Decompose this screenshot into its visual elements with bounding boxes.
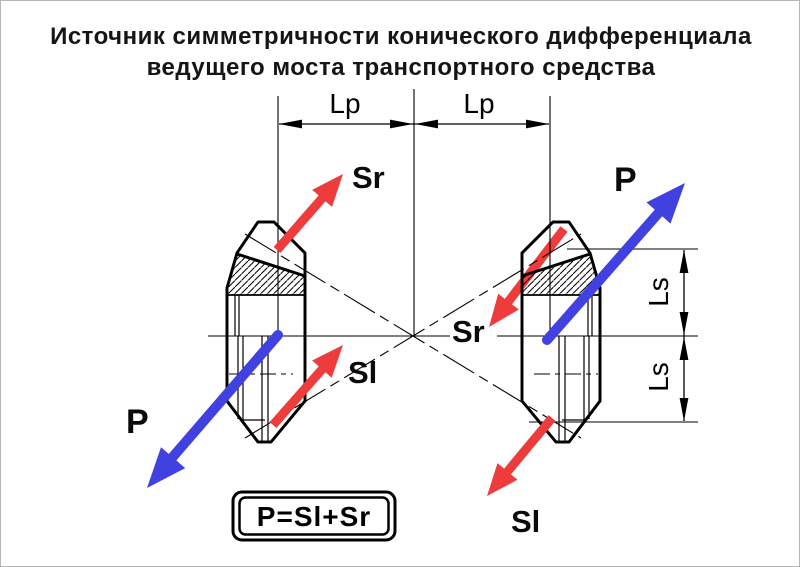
- dimension-label-ls-upper: Ls: [643, 277, 674, 307]
- dim-arrow: [679, 250, 689, 273]
- dim-arrow: [526, 119, 549, 129]
- force-arrow-p-left: [147, 330, 283, 488]
- label-sl-left: Sl: [348, 355, 377, 390]
- label-p-left: P: [126, 403, 149, 441]
- force-arrow-sr-left: [273, 174, 343, 253]
- label-sr-right: Sr: [452, 314, 485, 349]
- arrowhead: [487, 463, 518, 496]
- arrowhead: [147, 447, 186, 488]
- left-gear-hatching: [227, 254, 305, 295]
- right-gear-hatching: [522, 254, 600, 295]
- force-arrow-p-right: [542, 183, 685, 345]
- construction-lines: [208, 233, 698, 439]
- arrowhead: [646, 183, 685, 224]
- arrowhead: [312, 174, 343, 207]
- dimension-lp: Lp Lp: [277, 88, 551, 336]
- dimension-label-lp-right: Lp: [463, 88, 494, 119]
- formula-box: P=Sl+Sr: [231, 490, 397, 542]
- force-arrow-sl-left: [269, 345, 343, 428]
- diagram-title-line1: Источник симметричности конического дифф…: [50, 23, 752, 50]
- force-arrow-sr-right: [489, 226, 568, 327]
- arrowhead: [489, 293, 519, 327]
- dim-arrow: [390, 119, 413, 129]
- dimension-label-lp-left: Lp: [329, 88, 360, 119]
- dim-arrow: [279, 119, 302, 129]
- label-sr-left: Sr: [352, 160, 385, 195]
- dim-arrow: [415, 119, 438, 129]
- dim-arrow: [679, 312, 689, 335]
- pitch-cone-line-rising: [244, 233, 582, 439]
- dimension-label-ls-lower: Ls: [643, 362, 674, 392]
- dim-arrow: [679, 398, 689, 421]
- formula-text: P=Sl+Sr: [257, 501, 371, 532]
- label-sl-right: Sl: [511, 504, 540, 539]
- label-p-right: P: [614, 161, 637, 199]
- dimension-ls: Ls Ls: [529, 248, 698, 423]
- force-arrow-sl-right: [487, 415, 556, 496]
- arrowhead: [312, 345, 343, 378]
- diagram-title-line2: ведущего моста транспортного средства: [147, 54, 656, 81]
- dim-arrow: [679, 337, 689, 360]
